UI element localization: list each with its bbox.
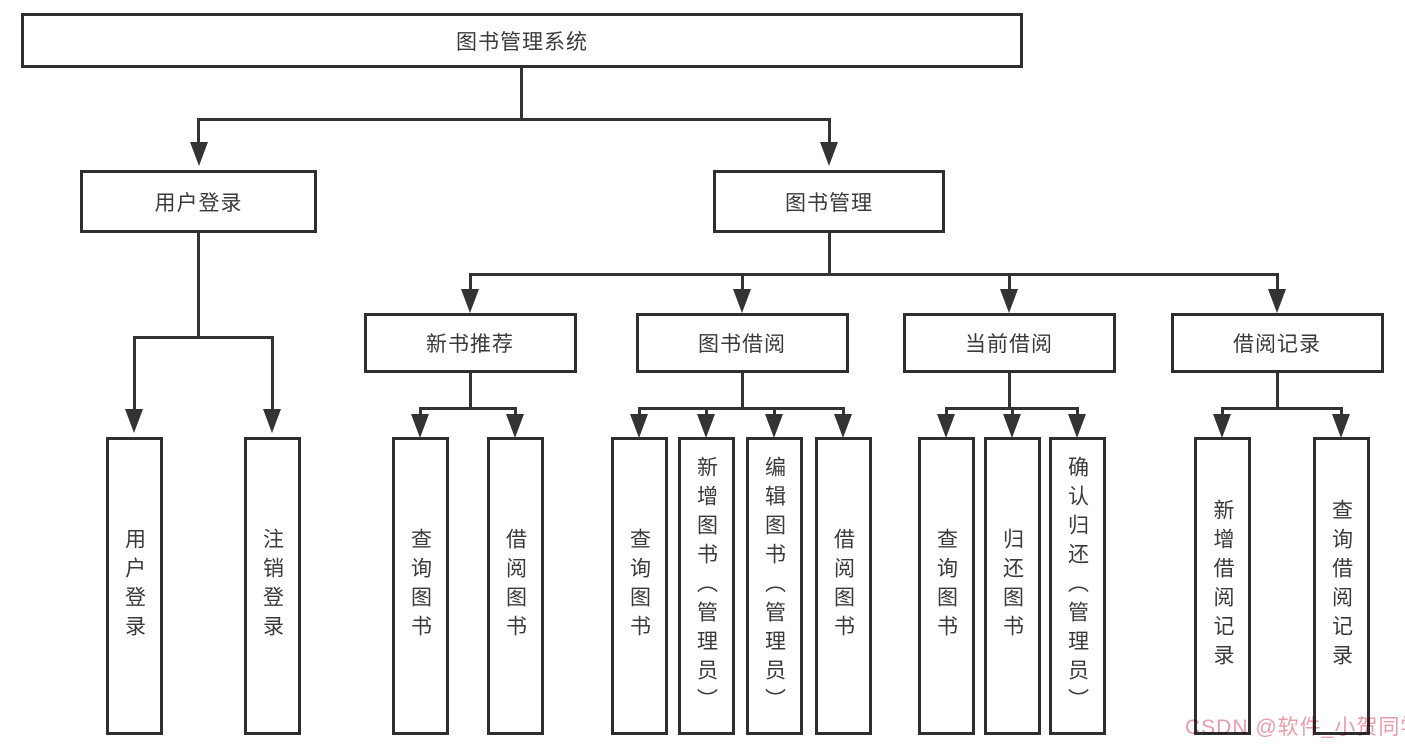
node-confirm-return-admin: 确认归还（管理员） xyxy=(1048,437,1106,735)
edge-drop xyxy=(827,118,831,144)
node-query-books-recommend: 查询图书 xyxy=(391,437,449,735)
edge-vline xyxy=(1007,373,1011,409)
node-edit-book-admin: 编辑图书（管理员） xyxy=(745,437,803,735)
edge-drop xyxy=(270,336,274,410)
edge-hline xyxy=(637,407,845,410)
edge-hline xyxy=(132,336,274,339)
edge-vline xyxy=(468,373,472,409)
edge-drop xyxy=(197,118,200,144)
node-return-books: 归还图书 xyxy=(983,437,1041,735)
edge-drop xyxy=(1220,407,1224,417)
arrowhead-down-icon xyxy=(506,414,524,438)
edge-drop xyxy=(740,273,744,291)
node-user-login: 用户登录 xyxy=(80,170,317,233)
arrowhead-down-icon xyxy=(1213,414,1231,438)
csdn-watermark: CSDN @软件_小贺同学 xyxy=(1185,716,1405,739)
arrowhead-down-icon xyxy=(733,289,751,313)
arrowhead-down-icon xyxy=(1068,414,1086,438)
edge-vline xyxy=(197,233,200,338)
node-library-management-system: 图书管理系统 xyxy=(21,13,1023,68)
edge-drop xyxy=(1275,273,1279,291)
arrowhead-down-icon xyxy=(697,414,715,438)
edge-drop xyxy=(1339,407,1343,417)
node-borrow-books-borrowing: 借阅图书 xyxy=(814,437,872,735)
arrowhead-down-icon xyxy=(937,414,955,438)
arrowhead-down-icon xyxy=(125,409,143,433)
arrowhead-down-icon xyxy=(189,142,208,166)
arrowhead-down-icon xyxy=(411,414,429,438)
node-borrow-books-recommend: 借阅图书 xyxy=(486,437,544,735)
edge-drop xyxy=(637,407,641,417)
edge-drop xyxy=(468,273,472,291)
node-add-book-admin: 新增图书（管理员） xyxy=(677,437,735,735)
edge-drop xyxy=(1010,407,1014,417)
node-current-borrowing: 当前借阅 xyxy=(902,313,1116,373)
edge-drop xyxy=(1007,273,1011,291)
edge-drop xyxy=(418,407,422,417)
node-logout: 注销登录 xyxy=(243,437,301,735)
arrowhead-down-icon xyxy=(1332,414,1350,438)
node-query-borrow-record: 查询借阅记录 xyxy=(1312,437,1370,735)
node-query-books-current: 查询图书 xyxy=(917,437,975,735)
arrowhead-down-icon xyxy=(461,289,479,313)
node-login: 用户登录 xyxy=(105,437,163,735)
node-book-management: 图书管理 xyxy=(713,170,945,233)
edge-drop xyxy=(944,407,948,417)
edge-hline xyxy=(197,118,830,121)
node-borrowing-records: 借阅记录 xyxy=(1170,313,1384,373)
edge-vline xyxy=(1275,373,1279,409)
edge-drop xyxy=(1075,407,1079,417)
edge-drop xyxy=(132,336,136,410)
edge-hline xyxy=(418,407,517,410)
arrowhead-down-icon xyxy=(820,142,838,166)
edge-vline xyxy=(740,373,744,409)
edge-vline xyxy=(827,233,831,276)
node-add-borrow-record: 新增借阅记录 xyxy=(1194,437,1251,735)
edge-drop xyxy=(772,407,776,417)
edge-drop xyxy=(841,407,845,417)
edge-drop xyxy=(513,407,517,417)
arrowhead-down-icon xyxy=(834,414,852,438)
arrowhead-down-icon xyxy=(1003,414,1021,438)
node-new-book-recommend: 新书推荐 xyxy=(363,313,577,373)
node-query-books-borrowing: 查询图书 xyxy=(610,437,668,735)
arrowhead-down-icon xyxy=(263,409,281,433)
arrowhead-down-icon xyxy=(1000,289,1018,313)
arrowhead-down-icon xyxy=(630,414,648,438)
edge-vline xyxy=(520,68,523,121)
arrowhead-down-icon xyxy=(765,414,783,438)
edge-hline xyxy=(468,273,1279,276)
edge-drop xyxy=(704,407,708,417)
edge-hline xyxy=(1220,407,1343,410)
node-book-borrowing: 图书借阅 xyxy=(635,313,849,373)
arrowhead-down-icon xyxy=(1268,289,1286,313)
